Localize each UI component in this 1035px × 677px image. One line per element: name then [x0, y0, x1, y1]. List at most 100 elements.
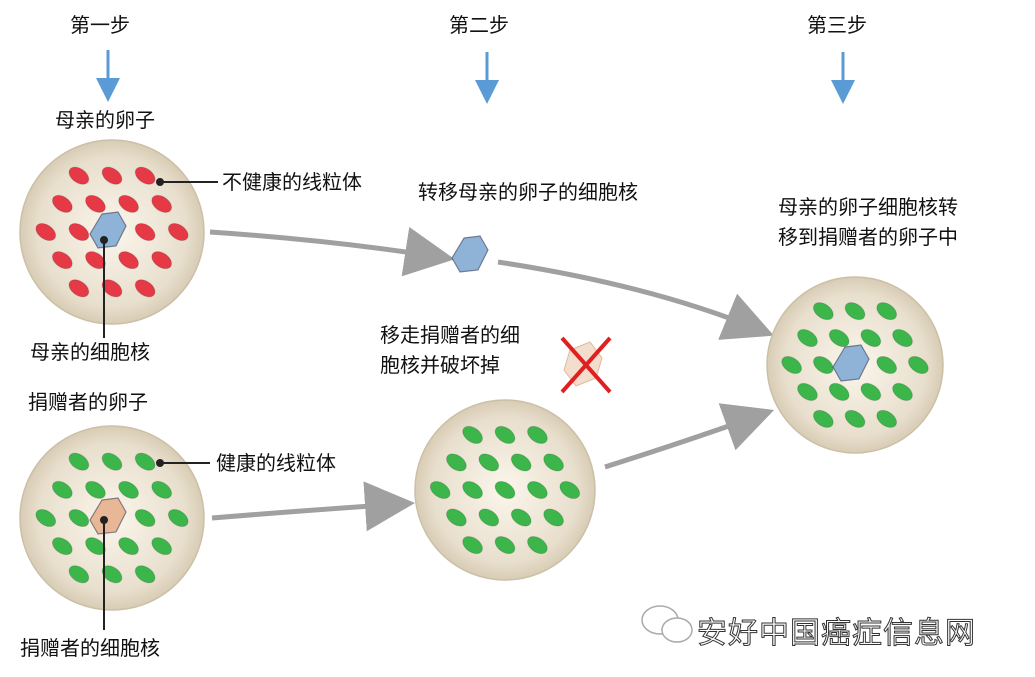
mitochondrion — [494, 425, 516, 444]
result-label-2: 移到捐赠者的卵子中 — [778, 225, 958, 249]
arrow-enucleated-to-result — [604, 403, 775, 470]
mitochondrion — [478, 508, 500, 527]
mitochondrion — [134, 222, 156, 242]
transfer-nucleus-label: 转移母亲的卵子的细胞核 — [418, 180, 638, 204]
mitochondrion — [527, 536, 548, 555]
mitochondrion — [860, 382, 882, 401]
mother-egg — [19, 139, 205, 325]
mitochondrion — [494, 536, 516, 555]
arrow-mother-to-nucleus — [209, 226, 455, 277]
mitochondrion — [68, 565, 90, 584]
arrow-nucleus-to-result — [497, 259, 774, 340]
mitochondrion — [844, 302, 866, 321]
mitochondrion — [892, 382, 913, 401]
mitochondrion — [101, 565, 123, 584]
mitochondrion — [892, 329, 913, 348]
mitochondrion — [876, 409, 898, 428]
mitochondrion — [860, 329, 882, 348]
reconstructed-egg — [766, 276, 944, 454]
mitochondrion — [797, 382, 818, 401]
mitochondrion — [118, 537, 139, 556]
remove-label-1: 移走捐赠者的细 — [380, 323, 520, 347]
mitochondrion — [51, 251, 73, 270]
mitochondrion — [68, 508, 90, 528]
mitochondrion — [134, 452, 156, 471]
mitochondrion — [85, 194, 106, 213]
mitochondrion — [51, 537, 73, 556]
mitochondrion — [527, 480, 548, 500]
arrow-donor-to-enucleated — [211, 481, 415, 532]
mitochondrion — [101, 279, 123, 298]
mitochondrion — [446, 453, 467, 472]
destroyed-nucleus — [560, 336, 612, 394]
mitochondrion — [101, 166, 123, 185]
mitochondrion — [35, 222, 57, 242]
step-arrows — [96, 50, 855, 104]
step-3-label: 第三步 — [807, 13, 867, 37]
mitochondrion — [101, 452, 123, 471]
mitochondrion — [118, 194, 139, 213]
mitochondrion — [812, 355, 834, 375]
mitochondrion — [543, 453, 564, 472]
mother-egg-label: 母亲的卵子 — [55, 108, 155, 132]
mitochondrion — [85, 480, 106, 499]
mitochondrion — [151, 251, 173, 270]
flow-arrows — [209, 226, 775, 532]
mitochondrion — [151, 480, 173, 499]
mitochondrion — [494, 480, 516, 500]
mitochondrion — [478, 453, 500, 472]
mitochondrion — [134, 166, 156, 185]
mitochondrion — [510, 453, 532, 472]
mitochondrion — [797, 329, 818, 348]
mitochondrion — [68, 166, 90, 185]
mitochondrion — [828, 329, 850, 348]
mitochondrion — [510, 508, 532, 527]
mitochondrion — [134, 508, 156, 528]
mitochondrion — [151, 537, 173, 556]
result-label-1: 母亲的卵子细胞核转 — [778, 195, 958, 219]
mitochondrion — [559, 480, 581, 500]
mitochondrion — [167, 508, 189, 528]
mitochondrion — [527, 425, 548, 444]
mitochondrion — [118, 251, 139, 270]
mitochondrion — [446, 508, 467, 527]
mitochondrion — [828, 382, 850, 401]
mitochondrion — [429, 480, 451, 500]
mitochondrion — [68, 222, 90, 242]
mitochondrion — [907, 355, 929, 375]
mitochondrion — [844, 409, 866, 428]
mitochondrion — [151, 194, 173, 213]
wechat-icon — [641, 605, 693, 643]
mother-nucleus-label: 母亲的细胞核 — [30, 340, 150, 364]
step-1-label: 第一步 — [70, 13, 130, 37]
mitochondrion — [462, 536, 483, 555]
mitochondrion — [118, 480, 139, 499]
mitochondrion — [876, 302, 898, 321]
mitochondrion — [876, 355, 898, 375]
donor-egg-label: 捐赠者的卵子 — [28, 390, 148, 414]
pointer-lines — [100, 178, 218, 630]
nucleus — [451, 235, 489, 273]
mitochondrion — [543, 508, 564, 527]
nucleus — [89, 211, 127, 249]
mitochondrion — [68, 452, 90, 471]
mitochondrion — [134, 565, 156, 584]
mitochondrion — [812, 409, 834, 428]
mitochondrion — [462, 425, 483, 444]
unhealthy-mito-label: 不健康的线粒体 — [222, 170, 362, 194]
remove-label-2: 胞核并破坏掉 — [380, 353, 500, 377]
mitochondrion — [781, 355, 803, 375]
nucleus — [832, 344, 870, 382]
mitochondrion — [51, 194, 73, 213]
mitochondrion — [812, 302, 834, 321]
mitochondrion — [68, 279, 90, 298]
step-2-label: 第二步 — [449, 13, 509, 37]
donor-nucleus-label: 捐赠者的细胞核 — [20, 636, 160, 660]
nucleus — [89, 497, 127, 535]
healthy-mito-label: 健康的线粒体 — [216, 451, 336, 475]
enucleated-donor-egg — [414, 399, 596, 581]
mitochondrion — [462, 480, 483, 500]
mitochondrion — [134, 279, 156, 298]
